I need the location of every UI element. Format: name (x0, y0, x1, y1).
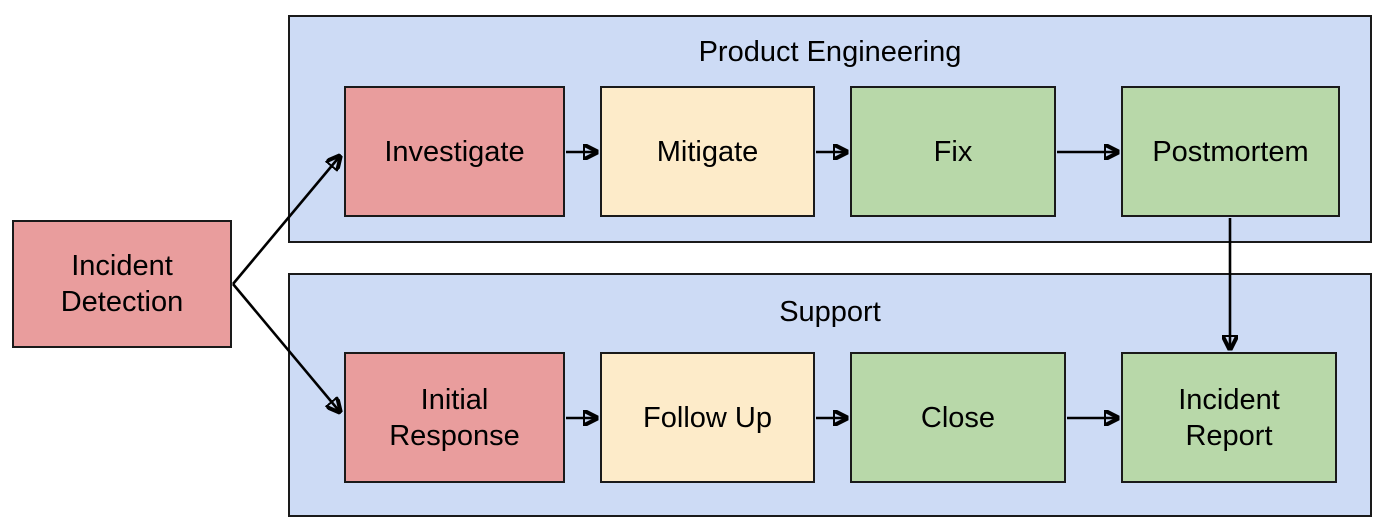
node-postmortem-label: Postmortem (1152, 135, 1309, 168)
swimlane-support-title: Support (779, 296, 881, 328)
node-incident-report-label-line1: Incident (1178, 383, 1280, 416)
node-incident-detection-label-line1: Incident (71, 250, 173, 282)
node-close-label: Close (920, 401, 996, 434)
node-close[interactable]: Close (850, 352, 1066, 483)
node-mitigate[interactable]: Mitigate (600, 86, 815, 217)
node-initial-response-label-line1: Initial (420, 383, 489, 416)
node-incident-detection-label: Incident Detection (18, 248, 226, 320)
node-investigate-label: Investigate (384, 135, 525, 168)
node-fix[interactable]: Fix (850, 86, 1056, 217)
swimlane-product-engineering-title: Product Engineering (698, 36, 962, 68)
node-follow-up-label: Follow Up (643, 401, 772, 434)
node-initial-response[interactable]: Initial Response (344, 352, 565, 483)
node-investigate[interactable]: Investigate (344, 86, 565, 217)
node-initial-response-label-line2: Response (389, 419, 520, 452)
node-postmortem[interactable]: Postmortem (1121, 86, 1340, 217)
node-incident-detection-label-line2: Detection (60, 286, 184, 318)
node-incident-report[interactable]: Incident Report (1121, 352, 1337, 483)
node-follow-up[interactable]: Follow Up (600, 352, 815, 483)
node-incident-report-label: Incident Report (1127, 382, 1331, 454)
node-fix-label: Fix (933, 135, 973, 168)
node-incident-detection[interactable]: Incident Detection (12, 220, 232, 348)
node-initial-response-label: Initial Response (350, 382, 559, 454)
node-incident-report-label-line2: Report (1185, 419, 1273, 452)
node-mitigate-label: Mitigate (656, 135, 759, 168)
